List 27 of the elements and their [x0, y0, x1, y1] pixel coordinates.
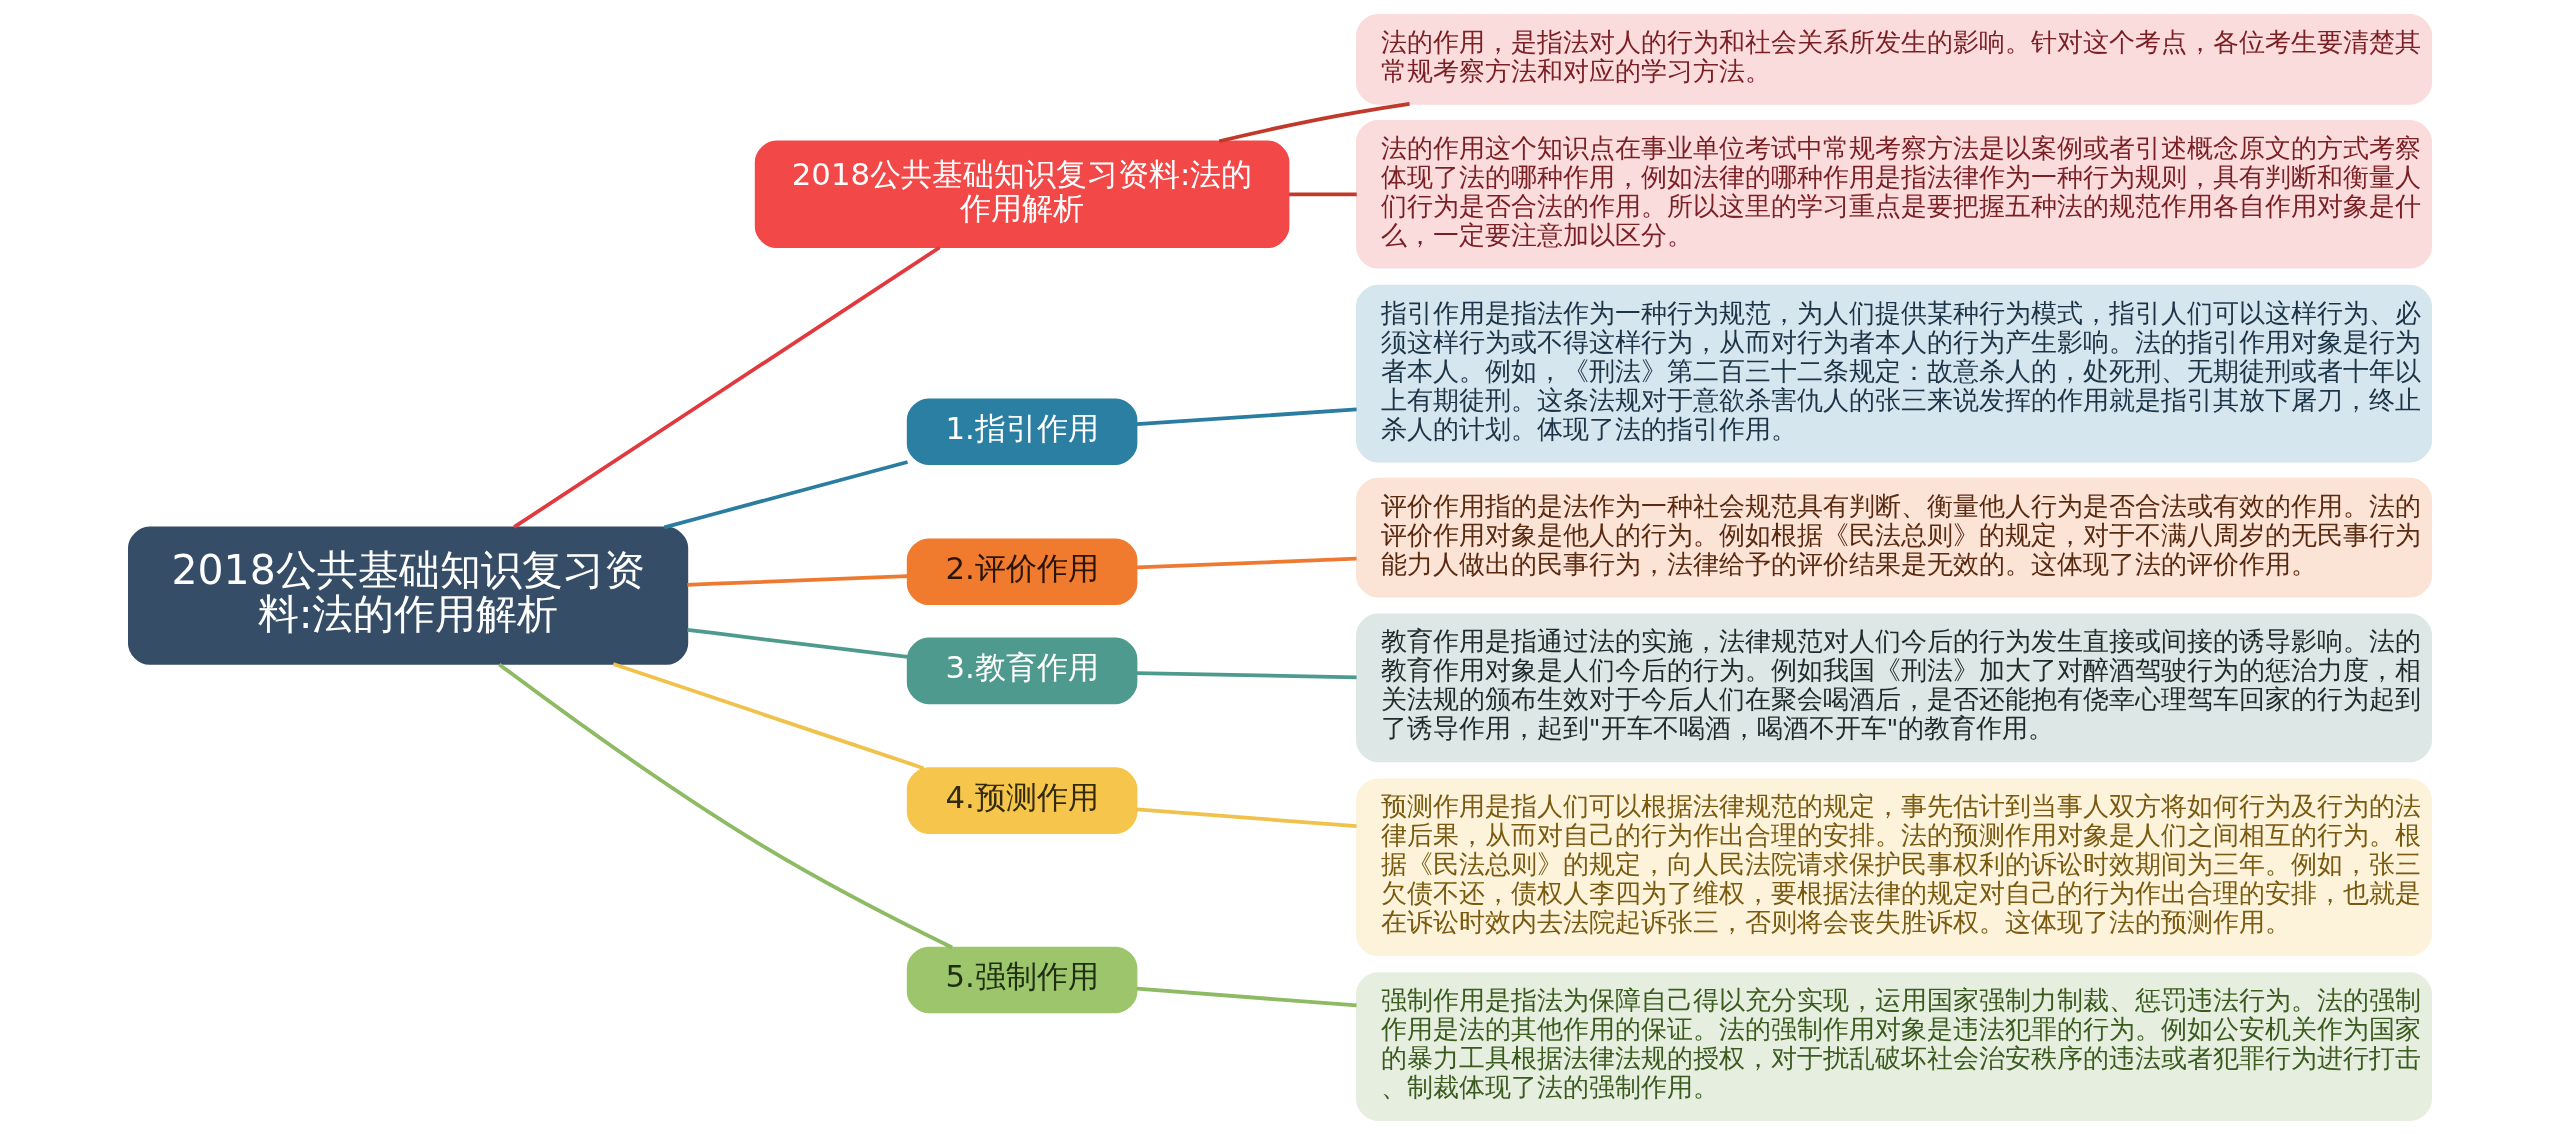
- node-box: 1.指引作用: [906, 398, 1138, 466]
- node-box: 评价作用指的是法作为一种社会规范具有判断、衡量他人行为是否合法或有效的作用。法的评价作用对象是他人的行为。例如根据《民法总则》的规定，对于不满八周岁的无民事行为能力人做出的民事行为，法律给予的评价结果是无效的。这体现了法的评价作用。: [1356, 477, 2433, 598]
- node-box: 4.预测作用: [906, 767, 1138, 834]
- node-box: 预测作用是指人们可以根据法律规范的规定，事先估计到当事人双方将如何行为及行为的法律后果，从而对自己的行为作出合理的安排。法的预测作用对象是人们之间相互的行为。根据《民法总则》的规定，向人民法院请求保护民事权利的诉讼时效期间为三年。例如，张三欠债不还，债权人李四为了维权，要根据法律的规定对自己的行为作出合理的安排，也就是在诉讼时效内去法院起诉张三，否则将会丧失胜诉权。这体现了法的预测作用。: [1356, 778, 2433, 957]
- connector: [513, 245, 941, 529]
- connector: [1136, 407, 1357, 427]
- connector: [687, 574, 908, 587]
- connector: [612, 662, 925, 770]
- connector: [498, 662, 953, 950]
- node-box: 指引作用是指法作为一种行为规范，为人们提供某种行为模式，指引人们可以这样行为、必须这样行为或不得这样行为，从而对行为者本人的行为产生影响。法的指引作用对象是行为者本人。例如，《刑法》第二百三十二条规定：故意杀人的，处死刑、无期徒刑或者十年以上有期徒刑。这条法规对于意欲杀害仇人的张三来说发挥的作用就是指引其放下屠刀，终止杀人的计划。体现了法的指引作用。: [1356, 284, 2433, 463]
- node-box: 教育作用是指通过法的实施，法律规范对人们今后的行为发生直接或间接的诱导影响。法的教育作用对象是人们今后的行为。例如我国《刑法》加大了对醉酒驾驶行为的惩治力度，相关法规的颁布生效对于今后人们在聚会喝酒后，是否还能抱有侥幸心理驾车回家的行为起到了诱导作用，起到"开车不喝酒，喝酒不开车"的教育作用。: [1356, 613, 2433, 763]
- node-box: 2018公共基础知识复习资料:法的作用解析: [127, 526, 689, 665]
- connector: [1218, 102, 1410, 144]
- node-box: 法的作用，是指法对人的行为和社会关系所发生的影响。针对这个考点，各位考生要清楚其常规考察方法和对应的学习方法。: [1356, 14, 2433, 105]
- connector: [1136, 671, 1357, 680]
- connector: [1136, 556, 1357, 570]
- connector: [663, 460, 909, 530]
- node-box: 法的作用这个知识点在事业单位考试中常规考察方法是以案例或者引述概念原文的方式考察体现了法的哪种作用，例如法律的哪种作用是指法律作为一种行为规则，具有判断和衡量人们行为是否合法的作用。所以这里的学习重点是要把握五种法的规范作用各自作用对象是什么，一定要注意加以区分。: [1356, 120, 2433, 269]
- connector: [687, 627, 908, 659]
- node-box: 强制作用是指法为保障自己得以充分实现，运用国家强制力制裁、惩罚违法行为。法的强制作用是法的其他作用的保证。法的强制作用对象是违法犯罪的行为。例如公安机关作为国家的暴力工具根据法律法规的授权，对于扰乱破坏社会治安秩序的违法或者犯罪行为进行打击、制裁体现了法的强制作用。: [1356, 972, 2433, 1121]
- node-box: 2018公共基础知识复习资料:法的作用解析: [754, 140, 1290, 249]
- node-box: 2.评价作用: [906, 538, 1138, 606]
- connector: [1136, 807, 1357, 829]
- node-box: 3.教育作用: [906, 637, 1138, 705]
- node-box: 5.强制作用: [906, 946, 1138, 1014]
- connector: [1136, 986, 1357, 1008]
- connector: [1289, 192, 1357, 197]
